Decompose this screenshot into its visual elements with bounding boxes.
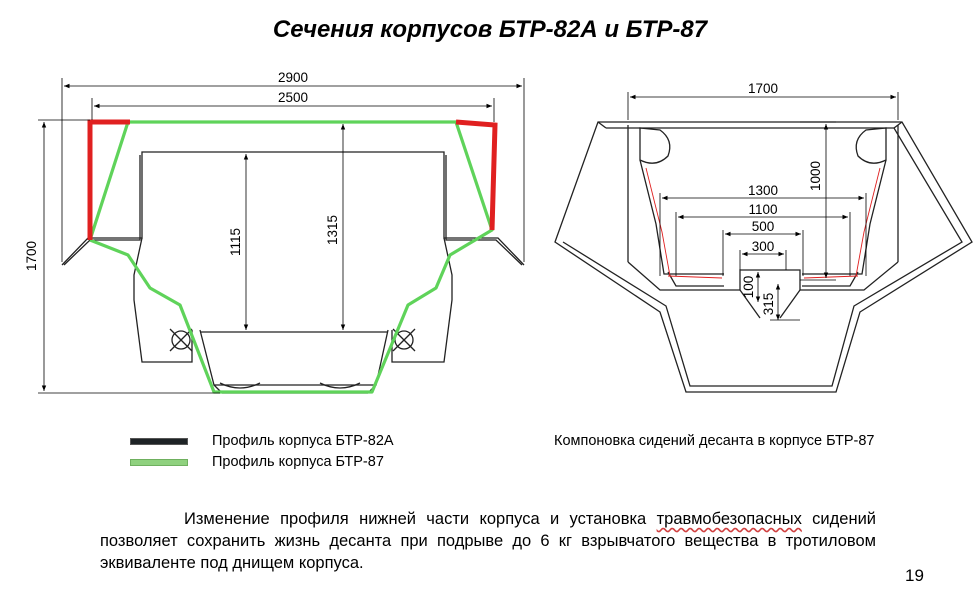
paragraph-text-before: Изменение профиля нижней части корпуса и… bbox=[184, 510, 657, 528]
seat-accents bbox=[645, 167, 881, 279]
dim-1700-right: 1700 bbox=[748, 81, 778, 96]
paragraph-text-after: сидений позволяет сохранить жизнь десант… bbox=[100, 510, 876, 572]
paragraph-underlined-word: травмобезопасных bbox=[656, 510, 802, 528]
slide-title: Сечения корпусов БТР-82А и БТР-87 bbox=[272, 16, 708, 43]
dim-500: 500 bbox=[752, 219, 775, 234]
dim-300: 300 bbox=[752, 239, 775, 254]
legend-swatch-87 bbox=[130, 458, 188, 466]
dim-1700-left: 1700 bbox=[24, 241, 39, 271]
legend-item-87: Профиль корпуса БТР-87 bbox=[130, 454, 384, 470]
dim-1315: 1315 bbox=[325, 215, 340, 245]
dim-1300: 1300 bbox=[748, 183, 778, 198]
dim-315: 315 bbox=[761, 293, 776, 316]
dim-1000: 1000 bbox=[808, 161, 823, 191]
btr87-hull-outline bbox=[554, 121, 973, 393]
legend-label-87: Профиль корпуса БТР-87 bbox=[212, 454, 384, 470]
dim-2500: 2500 bbox=[278, 90, 308, 105]
description-paragraph: Изменение профиля нижней части корпуса и… bbox=[100, 508, 876, 574]
legend-item-82a: Профиль корпуса БТР-82А bbox=[130, 433, 394, 449]
dim-1100: 1100 bbox=[748, 202, 777, 217]
btr82a-profile bbox=[61, 151, 525, 394]
right-side-highlight bbox=[455, 119, 498, 231]
left-side-highlight bbox=[87, 119, 130, 240]
legend-swatch-82a bbox=[130, 437, 188, 445]
page-number: 19 bbox=[905, 566, 924, 585]
left-hull-section: 2900 2500 1700 1115 1315 bbox=[24, 70, 525, 394]
btr87-profile bbox=[88, 120, 494, 394]
dim-1115: 1115 bbox=[228, 228, 243, 256]
dim-2900: 2900 bbox=[278, 70, 308, 85]
dim-100: 100 bbox=[741, 276, 756, 299]
seating-layout-caption: Компоновка сидений десанта в корпусе БТР… bbox=[554, 433, 875, 449]
right-hull-section: 1700 1000 1300 1100 500 300 100 315 bbox=[554, 81, 973, 393]
legend-label-82a: Профиль корпуса БТР-82А bbox=[212, 433, 394, 449]
